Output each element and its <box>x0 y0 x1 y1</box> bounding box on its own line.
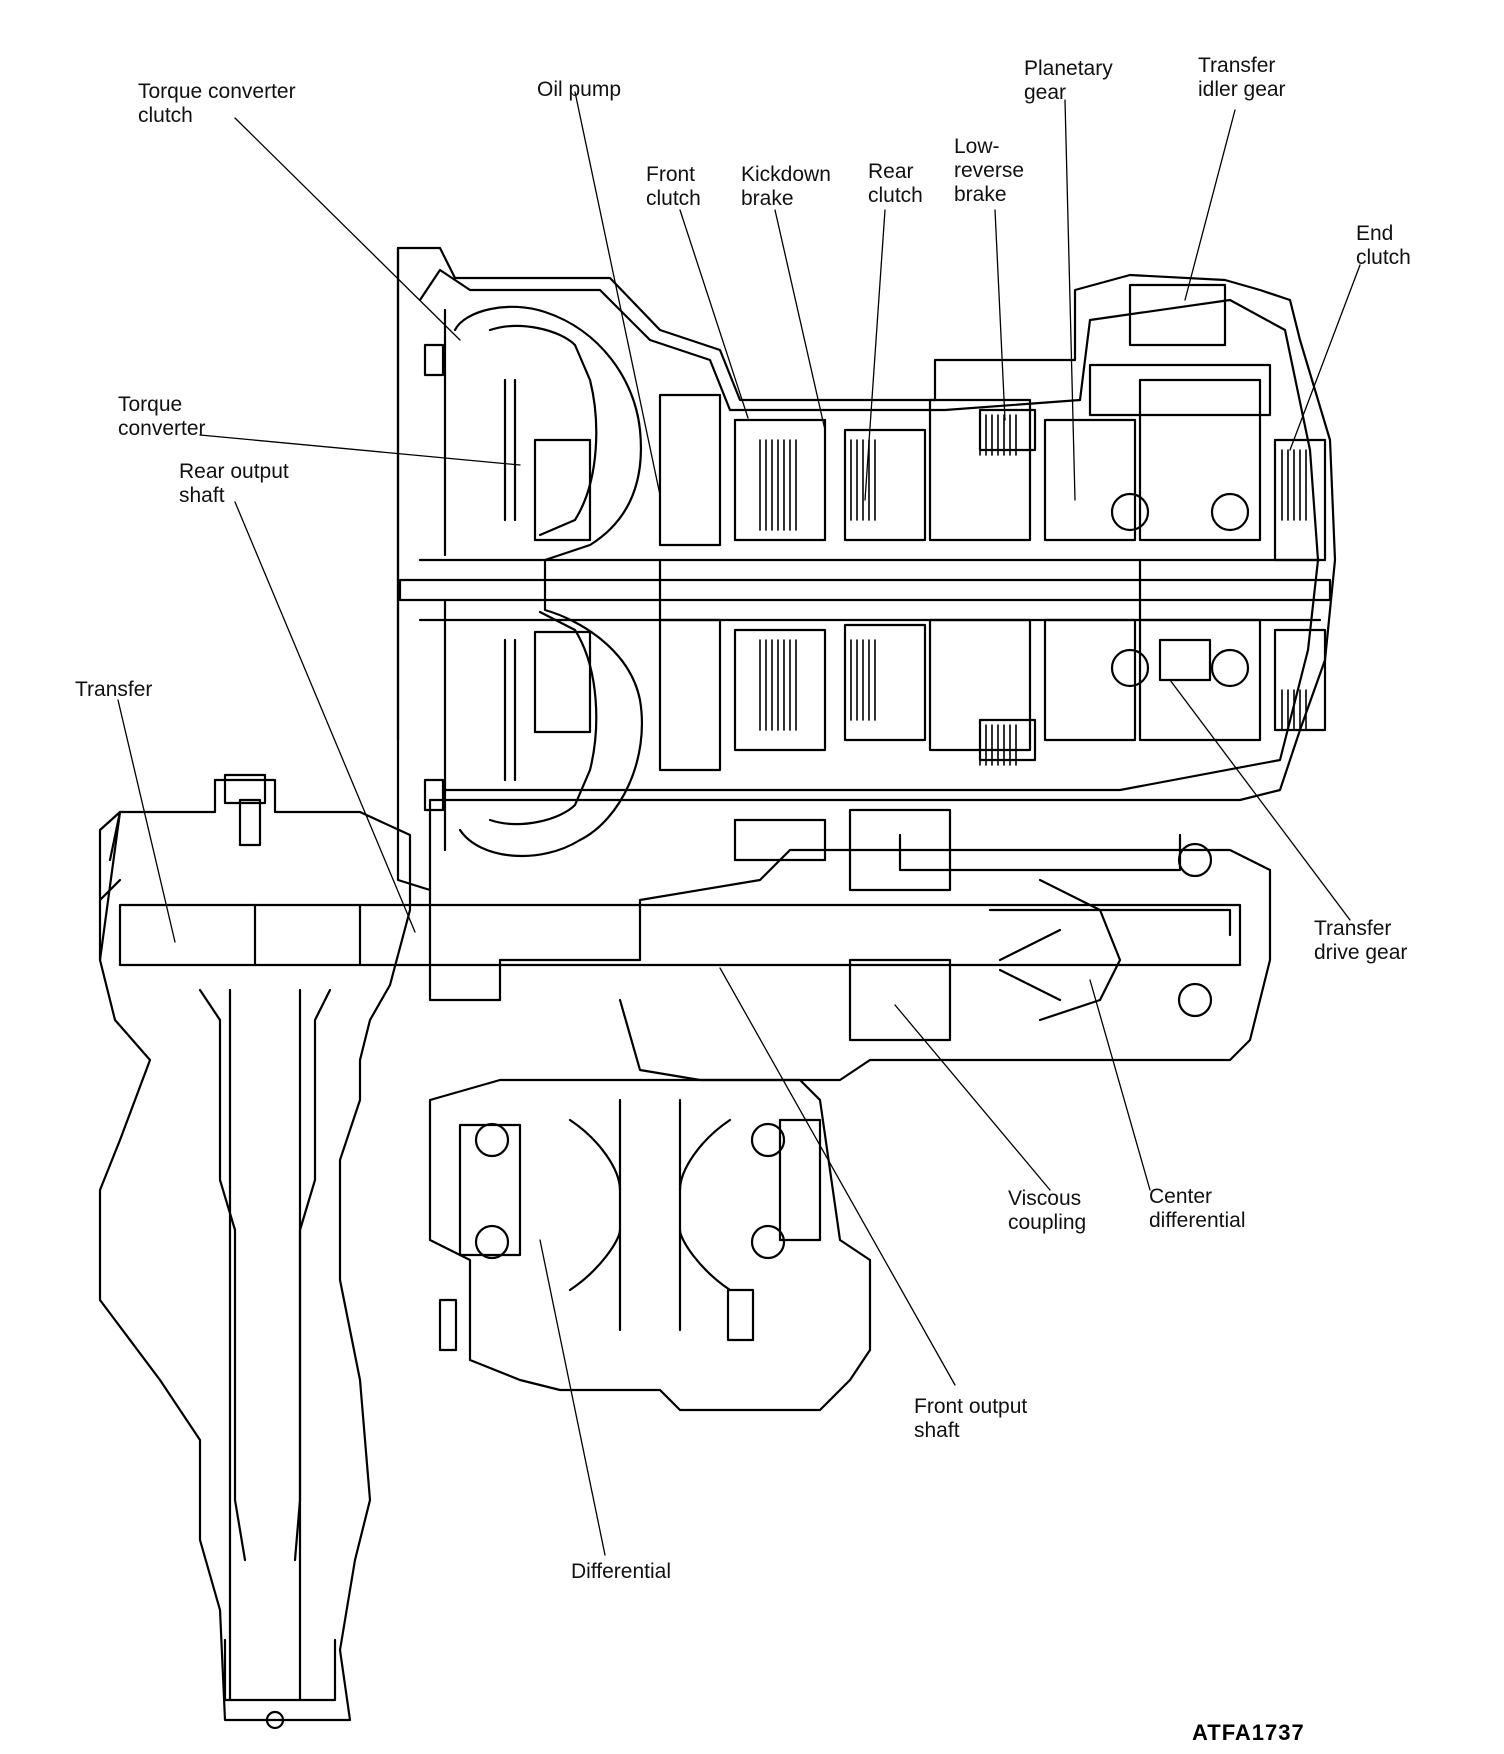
label-differential: Differential <box>571 1560 671 1583</box>
clutch-plates <box>759 414 1307 766</box>
center-diff-case <box>428 808 1272 1082</box>
figure-code: ATFA1737 <box>1192 1720 1305 1745</box>
torque-converter-shape <box>423 305 644 858</box>
label-transfer: Transfer <box>75 678 153 701</box>
transmission-case <box>396 246 1337 892</box>
label-oil-pump: Oil pump <box>537 78 622 101</box>
front-output-shaft <box>118 903 1242 967</box>
transfer-idler-assembly <box>1088 283 1272 688</box>
input-shaft <box>398 558 1332 622</box>
front-differential <box>428 1078 872 1412</box>
leader-lines <box>117 91 1361 1556</box>
transfer-case <box>98 773 412 1730</box>
